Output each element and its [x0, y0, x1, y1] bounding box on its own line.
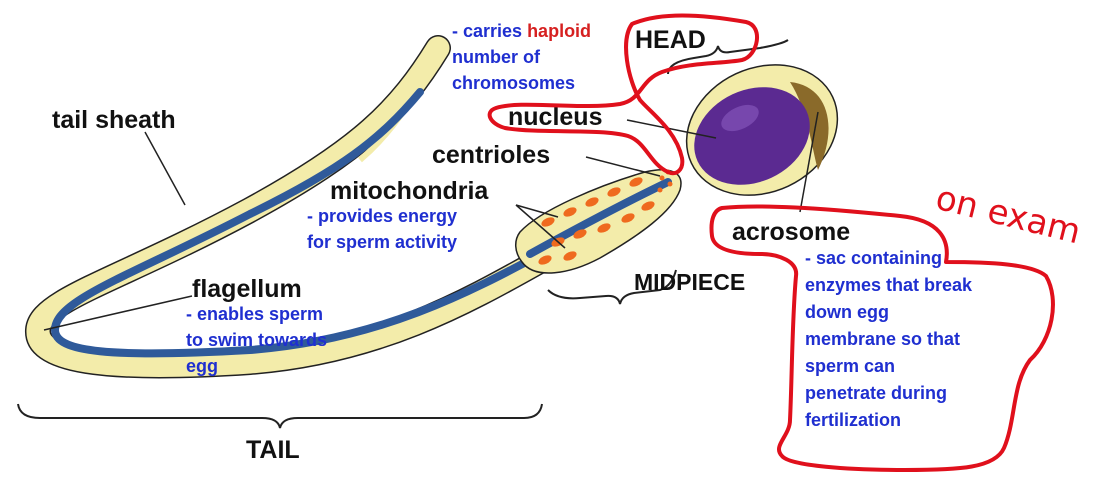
note-mitochondria: - provides energy for sperm activity [307, 206, 457, 252]
note-haploid: - carries haploid number of chromosomes [452, 21, 591, 93]
leader-tail-sheath [145, 132, 185, 205]
note-flagellum-line1: - enables sperm [186, 304, 323, 324]
label-flagellum: flagellum [192, 275, 302, 303]
note-acrosome-line: fertilization [805, 410, 901, 430]
handwritten-on-exam: on exam [932, 178, 1085, 253]
note-mitochondria-line2: for sperm activity [307, 232, 457, 252]
label-tail: TAIL [246, 436, 300, 464]
note-acrosome: - sac containing enzymes that break down… [805, 248, 973, 430]
note-haploid-highlight: haploid [527, 21, 591, 41]
label-acrosome: acrosome [732, 218, 850, 246]
note-haploid-line1-pre: - carries [452, 21, 527, 41]
note-acrosome-line: sperm can [805, 356, 895, 376]
svg-text:- carries haploid: - carries haploid [452, 21, 591, 41]
note-haploid-line3: chromosomes [452, 73, 575, 93]
label-midpiece: MIDPIECE [634, 269, 745, 295]
leader-centrioles [586, 157, 660, 176]
label-tail-sheath: tail sheath [52, 106, 176, 134]
note-acrosome-line: - sac containing [805, 248, 942, 268]
note-haploid-line2: number of [452, 47, 541, 67]
note-flagellum-line2: to swim towards [186, 330, 327, 350]
label-mitochondria: mitochondria [330, 177, 489, 205]
note-mitochondria-line1: - provides energy [307, 206, 457, 226]
note-flagellum-line3: egg [186, 356, 218, 376]
note-acrosome-line: down egg [805, 302, 889, 322]
note-acrosome-line: penetrate during [805, 383, 947, 403]
note-acrosome-line: enzymes that break [805, 275, 973, 295]
note-acrosome-line: membrane so that [805, 329, 960, 349]
label-centrioles: centrioles [432, 141, 550, 169]
brace-tail [18, 404, 542, 428]
label-head: HEAD [635, 26, 706, 54]
